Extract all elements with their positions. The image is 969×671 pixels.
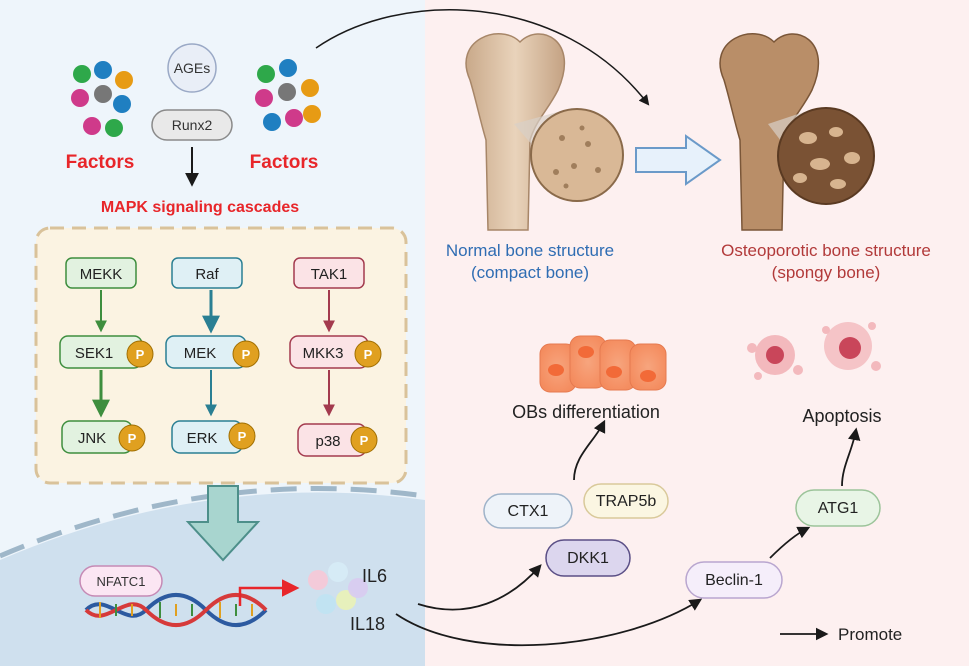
- ctx1-to-obs-arrow: [573, 419, 606, 481]
- mkk3-label: MKK3: [303, 345, 344, 362]
- dkk1-node: [545, 539, 631, 577]
- legend-promote-label: Promote: [838, 625, 902, 644]
- tak1-label: TAK1: [311, 266, 347, 283]
- cytokine-cluster: [308, 562, 368, 614]
- jnk-label: JNK: [78, 430, 106, 447]
- il6-to-dkk1-arrow: [417, 564, 542, 611]
- dna-helix: [84, 593, 268, 627]
- factor-dot: [73, 65, 91, 83]
- transcription-arrow: [238, 579, 300, 606]
- il6-label: IL6: [362, 566, 387, 586]
- apoptotic-cells: [747, 322, 881, 380]
- factor-dot: [263, 113, 281, 131]
- apoptosis-label: Apoptosis: [802, 406, 881, 426]
- sek1-label: SEK1: [75, 345, 113, 362]
- phospho-sek1: [126, 340, 154, 368]
- osteoblast-cells: [539, 335, 667, 393]
- factors-label-left: Factors: [66, 152, 135, 173]
- mekk-label: MEKK: [80, 266, 123, 283]
- factor-dot: [278, 83, 296, 101]
- trap5b-node: [583, 483, 669, 519]
- factors-to-bone-arrow: [315, 9, 650, 106]
- nfatc1-label: NFATC1: [97, 574, 146, 589]
- phospho-jnk: [118, 424, 146, 452]
- factors-cluster-right: [255, 59, 321, 131]
- phospho-erk-label: P: [238, 429, 247, 444]
- osteo-bone-title: Osteoporotic bone structure: [721, 241, 931, 260]
- factor-dot: [301, 79, 319, 97]
- nucleus-membrane: [0, 492, 425, 666]
- beclin1-node: [685, 561, 783, 599]
- tak1-node: [293, 257, 365, 289]
- phospho-p38: [350, 426, 378, 454]
- factor-dot: [279, 59, 297, 77]
- mekk-node: [65, 257, 137, 289]
- ages-label: AGEs: [174, 60, 211, 76]
- mek-label: MEK: [184, 345, 217, 362]
- normal-bone-title: Normal bone structure: [446, 241, 614, 260]
- atg1-node: [795, 489, 881, 527]
- phospho-sek1-label: P: [136, 347, 145, 362]
- osteo-bone-subtitle: (spongy bone): [772, 263, 881, 282]
- atg1-to-apoptosis-arrow: [841, 427, 861, 487]
- cytokine-dot: [328, 562, 348, 582]
- ctx1-label: CTX1: [508, 503, 549, 520]
- ctx1-node: [483, 493, 573, 529]
- factor-dot: [94, 61, 112, 79]
- ages-node: [167, 43, 217, 93]
- factor-dot: [303, 105, 321, 123]
- beclin1-to-atg1-arrow: [769, 526, 811, 559]
- phospho-erk: [228, 422, 256, 450]
- factor-dot: [113, 95, 131, 113]
- phospho-jnk-label: P: [128, 431, 137, 446]
- cytokine-dot: [316, 594, 336, 614]
- trap5b-label: TRAP5b: [596, 493, 657, 510]
- mapk-to-nucleus-arrow: [185, 485, 261, 562]
- factor-dot: [257, 65, 275, 83]
- p38-label: p38: [315, 433, 340, 450]
- osteoporotic-bone-illustration: [719, 33, 875, 231]
- factors-cluster-left: [71, 61, 133, 137]
- phospho-mek: [232, 340, 260, 368]
- phospho-mkk3: [354, 340, 382, 368]
- raf-label: Raf: [195, 266, 219, 283]
- factor-dot: [83, 117, 101, 135]
- factor-dot: [285, 109, 303, 127]
- atg1-label: ATG1: [818, 500, 859, 517]
- il18-label: IL18: [350, 614, 385, 634]
- runx2-node: [151, 109, 233, 141]
- factor-dot: [94, 85, 112, 103]
- normal-bone-illustration: [465, 33, 624, 231]
- cytokine-dot: [348, 578, 368, 598]
- factors-label-right: Factors: [250, 152, 319, 173]
- mapk-title: MAPK signaling cascades: [101, 199, 299, 216]
- beclin1-label: Beclin-1: [705, 572, 763, 589]
- factor-dot: [105, 119, 123, 137]
- factor-dot: [255, 89, 273, 107]
- erk-label: ERK: [187, 430, 218, 447]
- obs-differentiation-label: OBs differentiation: [512, 402, 660, 422]
- dkk1-label: DKK1: [567, 550, 609, 567]
- phospho-p38-label: P: [360, 433, 369, 448]
- factor-dot: [115, 71, 133, 89]
- phospho-mek-label: P: [242, 347, 251, 362]
- factor-dot: [71, 89, 89, 107]
- normal-bone-subtitle: (compact bone): [471, 263, 589, 282]
- normal-to-osteoporotic-arrow: [635, 134, 722, 186]
- raf-node: [171, 257, 243, 289]
- nucleus-to-beclin1-arrow: [395, 598, 703, 647]
- cytokine-dot: [308, 570, 328, 590]
- nfatc1-node: [79, 565, 163, 597]
- runx2-label: Runx2: [172, 117, 213, 133]
- phospho-mkk3-label: P: [364, 347, 373, 362]
